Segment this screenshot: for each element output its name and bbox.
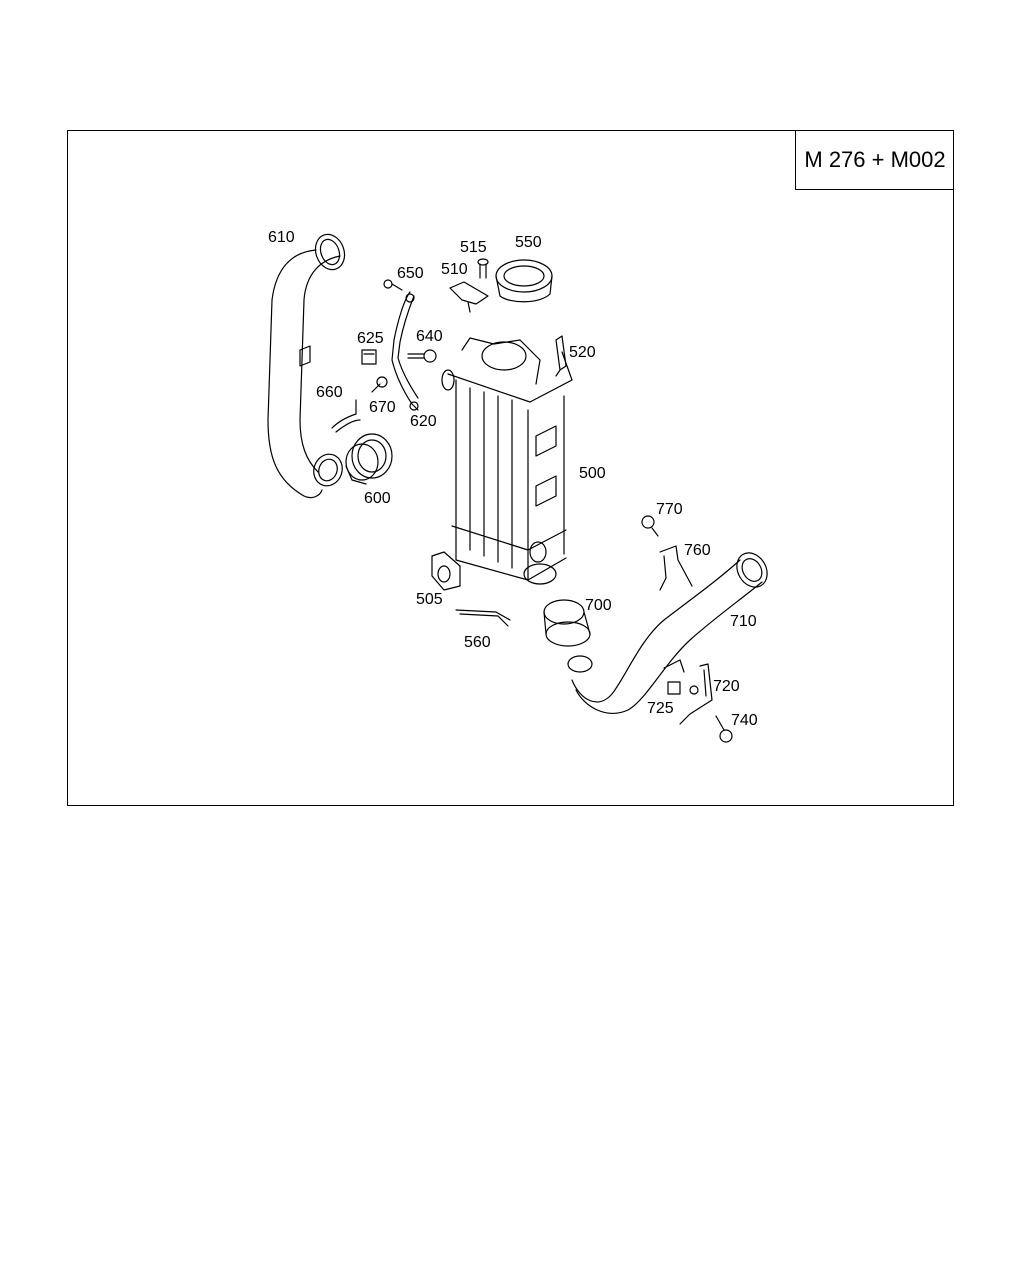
callout-710: 710	[730, 613, 757, 630]
part-550-clamp-ring	[495, 259, 553, 303]
part-700-connector	[543, 599, 591, 647]
callout-725: 725	[647, 700, 674, 717]
callout-640: 640	[416, 328, 443, 345]
callout-770: 770	[656, 501, 683, 518]
callout-520: 520	[569, 344, 596, 361]
callout-700: 700	[585, 597, 612, 614]
diagram-frame	[67, 130, 954, 806]
callout-600: 600	[364, 490, 391, 507]
part-640-bolt	[407, 349, 437, 363]
callout-740: 740	[731, 712, 758, 729]
model-code-box: M 276 + M002	[795, 130, 954, 190]
part-600-connector	[345, 433, 393, 485]
part-710-charge-pipe	[567, 552, 768, 714]
part-560-bracket	[455, 609, 511, 627]
callout-515: 515	[460, 239, 487, 256]
callout-720: 720	[713, 678, 740, 695]
part-515-screw	[477, 258, 489, 279]
callout-650: 650	[397, 265, 424, 282]
callout-510: 510	[441, 261, 468, 278]
callout-625: 625	[357, 330, 384, 347]
callout-550: 550	[515, 234, 542, 251]
part-650-bolt	[383, 279, 403, 291]
callout-610: 610	[268, 229, 295, 246]
callout-620: 620	[410, 413, 437, 430]
part-760-bracket	[659, 545, 693, 591]
part-660-bracket	[331, 399, 361, 433]
part-625-clip	[361, 349, 377, 365]
callout-660: 660	[316, 384, 343, 401]
part-500-intercooler	[441, 337, 573, 585]
callout-760: 760	[684, 542, 711, 559]
callout-670: 670	[369, 399, 396, 416]
part-720-bracket	[679, 663, 713, 725]
callout-505: 505	[416, 591, 443, 608]
part-520-sensor	[555, 335, 567, 377]
part-620-bracket	[391, 291, 419, 411]
part-505-mount	[431, 551, 461, 591]
callout-500: 500	[579, 465, 606, 482]
model-code: M 276 + M002	[804, 146, 946, 172]
part-725-clip	[667, 681, 681, 695]
callout-560: 560	[464, 634, 491, 651]
part-610-charge-pipe	[267, 233, 346, 499]
part-740-bolt	[715, 715, 733, 743]
part-670-bolt	[371, 376, 388, 393]
part-770-bolt	[641, 515, 659, 537]
part-510-sensor	[449, 281, 489, 313]
